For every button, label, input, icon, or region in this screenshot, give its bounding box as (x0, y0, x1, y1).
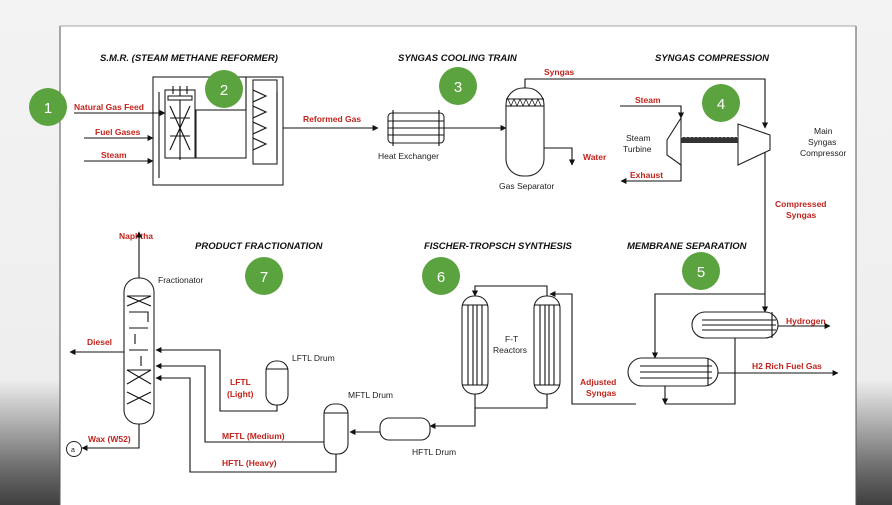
svg-text:1: 1 (44, 100, 52, 117)
stream-naphtha: Naphtha (119, 231, 153, 241)
stream-h2-rich-fuel-gas: H2 Rich Fuel Gas (752, 361, 822, 371)
heat-exchanger (387, 110, 445, 146)
label-main-compressor-3: Compressor (800, 148, 846, 158)
svg-text:5: 5 (697, 264, 705, 281)
stream-compressed-syngas-1: Compressed (775, 199, 827, 209)
drive-shaft (681, 137, 738, 143)
stream-lftl-2: (Light) (227, 389, 254, 399)
pump-symbol-label: a (71, 447, 75, 454)
mftl-drum (323, 403, 349, 455)
badge-1: 1 (29, 88, 67, 126)
smr-reformer (152, 76, 284, 186)
label-gas-separator: Gas Separator (499, 181, 554, 191)
section-title-product-fractionation: PRODUCT FRACTIONATION (195, 241, 324, 252)
lftl-drum (265, 360, 289, 406)
stream-steam-in: Steam (101, 150, 127, 160)
stream-hydrogen: Hydrogen (786, 316, 826, 326)
stream-natural-gas-feed: Natural Gas Feed (74, 102, 144, 112)
ft-reactor-right (533, 295, 561, 395)
stream-wax: Wax (W52) (88, 434, 131, 444)
badge-7: 7 (245, 257, 283, 295)
svg-text:7: 7 (260, 269, 268, 286)
badge-6: 6 (422, 257, 460, 295)
stream-reformed-gas: Reformed Gas (303, 114, 361, 124)
stream-adjusted-syngas-2: Syngas (586, 388, 617, 398)
stream-lftl-1: LFTL (230, 377, 251, 387)
svg-text:3: 3 (454, 79, 462, 96)
badge-2: 2 (205, 70, 243, 108)
stream-syngas: Syngas (544, 67, 575, 77)
stream-compressed-syngas-2: Syngas (786, 210, 817, 220)
gas-separator (505, 87, 545, 177)
section-title-smr: S.M.R. (STEAM METHANE REFORMER) (100, 53, 278, 64)
section-title-fischer-tropsch: FISCHER-TROPSCH SYNTHESIS (424, 241, 572, 252)
section-title-syngas-compression: SYNGAS COMPRESSION (655, 53, 770, 64)
label-fractionator: Fractionator (158, 275, 204, 285)
label-main-compressor-1: Main (814, 126, 833, 136)
stream-mftl-medium: MFTL (Medium) (222, 431, 285, 441)
svg-text:6: 6 (437, 269, 445, 286)
label-lftl-drum: LFTL Drum (292, 353, 335, 363)
stream-exhaust: Exhaust (630, 170, 663, 180)
label-steam-turbine-1: Steam (626, 133, 651, 143)
label-hftl-drum: HFTL Drum (412, 447, 456, 457)
badge-4: 4 (702, 84, 740, 122)
ft-reactor-left (461, 295, 489, 395)
membrane-unit-hydrogen (691, 311, 779, 339)
label-steam-turbine-2: Turbine (623, 144, 652, 154)
badge-5: 5 (682, 252, 720, 290)
label-heat-exchanger: Heat Exchanger (378, 151, 439, 161)
stream-water: Water (583, 152, 607, 162)
pump-symbol (66, 441, 82, 457)
stream-fuel-gases: Fuel Gases (95, 127, 141, 137)
section-title-syngas-cooling: SYNGAS COOLING TRAIN (398, 53, 518, 64)
label-main-compressor-2: Syngas (808, 137, 836, 147)
membrane-unit-fuel-gas (627, 357, 719, 387)
fractionator-column (123, 277, 155, 425)
label-ft-reactors-2: Reactors (493, 345, 527, 355)
section-title-membrane-separation: MEMBRANE SEPARATION (627, 241, 748, 252)
stream-diesel: Diesel (87, 337, 112, 347)
label-mftl-drum: MFTL Drum (348, 390, 393, 400)
stream-adjusted-syngas-1: Adjusted (580, 377, 616, 387)
stream-steam-turbine: Steam (635, 95, 661, 105)
hftl-drum (379, 417, 431, 441)
main-syngas-compressor (737, 123, 771, 166)
svg-text:4: 4 (717, 96, 725, 113)
badge-3: 3 (439, 67, 477, 105)
label-ft-reactors-1: F-T (505, 334, 518, 344)
svg-text:2: 2 (220, 82, 228, 99)
stream-hftl-heavy: HFTL (Heavy) (222, 458, 277, 468)
